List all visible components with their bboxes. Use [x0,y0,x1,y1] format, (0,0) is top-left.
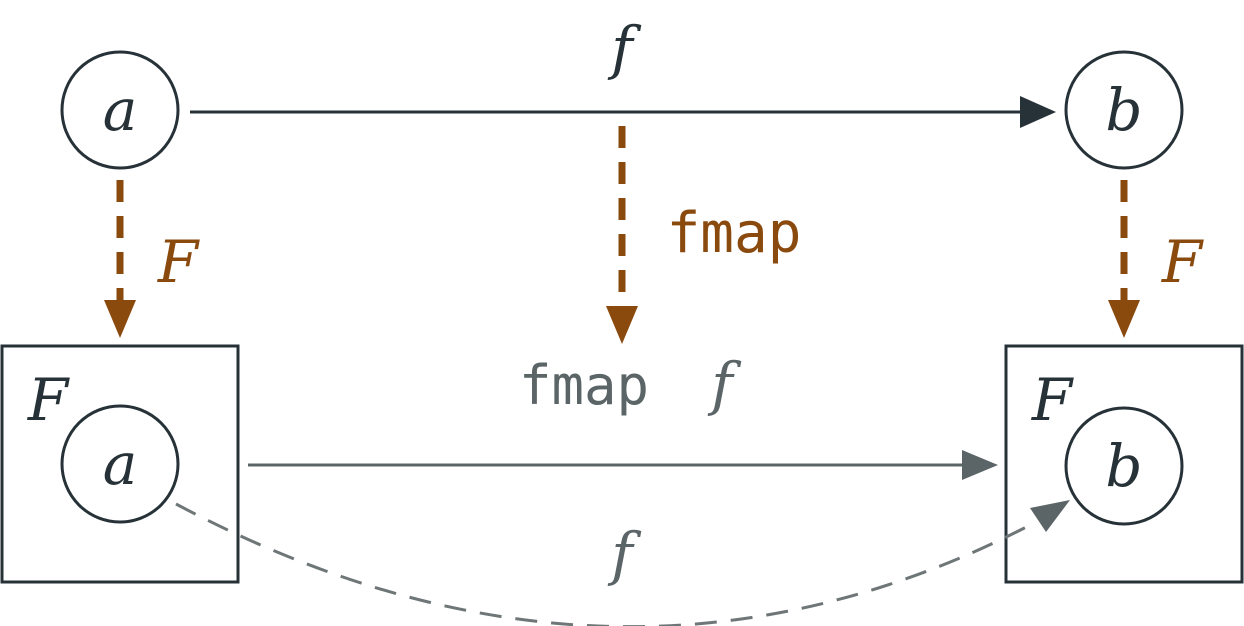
fmap-arrow-label: fmap [667,201,802,266]
curved-arrowhead [1030,500,1070,532]
curved-arrow-f: f [175,500,1070,626]
functor-left-label: F [157,228,200,296]
functor-right-label: F [1161,228,1204,296]
bottom-arrowhead [962,450,998,480]
bottom-arrow-fn-label: f [707,350,742,418]
node-fb-label: b [1105,432,1142,500]
functor-arrow-left: F [104,180,200,338]
node-fa-label: a [103,430,138,498]
box-right-label: F [1031,366,1074,434]
node-b-label: b [1105,76,1142,144]
node-fa [60,404,180,524]
fmap-arrow: fmap [606,126,801,344]
functor-arrowhead-right [1108,300,1140,338]
box-left: F a [0,344,240,584]
fmap-arrowhead [606,306,638,344]
functor-arrowhead-left [104,300,136,338]
top-arrow-label: f [607,14,642,82]
bottom-arrow-code-label: fmap [519,354,649,417]
node-a-label: a [103,76,138,144]
bottom-arrow-fmap-f: fmap f [248,350,998,480]
node-a: a [60,50,180,170]
box-left-label: F [27,366,70,434]
box-right: F b [1004,344,1244,584]
functor-arrow-right: F [1108,180,1204,338]
top-arrowhead [1020,96,1056,128]
node-fb [1064,406,1184,526]
top-arrow-f: f [190,14,1056,128]
curved-arrow-label: f [607,520,642,588]
node-b: b [1064,50,1184,170]
